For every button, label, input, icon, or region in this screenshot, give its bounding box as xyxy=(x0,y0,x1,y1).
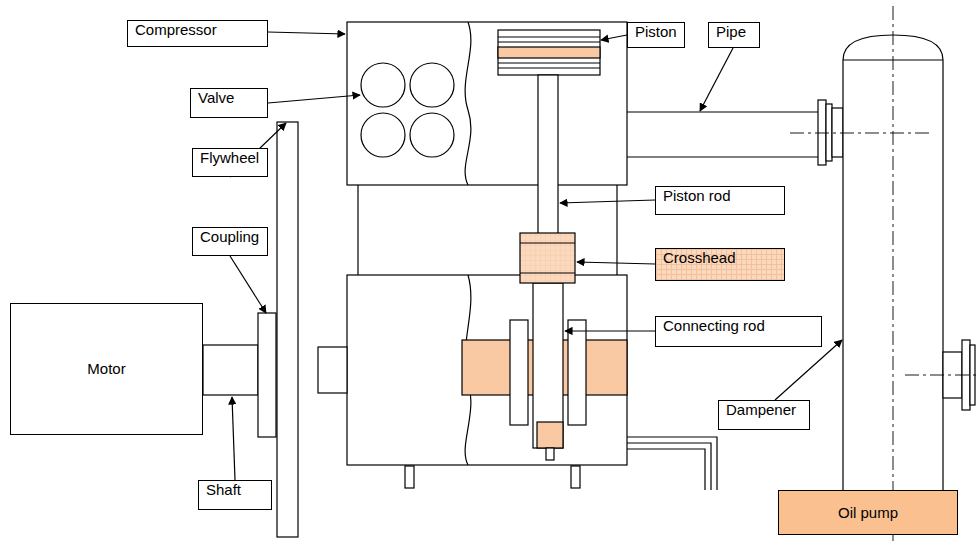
label-text: Pipe xyxy=(716,23,746,40)
callout-box: Coupling xyxy=(192,227,268,256)
callout-box: Valve xyxy=(190,88,268,118)
label-text: Valve xyxy=(198,89,234,106)
callout-box: Piston rod xyxy=(655,186,785,215)
callout-box: Pipe xyxy=(708,22,760,48)
label-text: Motor xyxy=(87,360,125,377)
label-text: Dampener xyxy=(726,401,796,418)
callout-box: Connecting rod xyxy=(655,316,822,347)
oil-pump-box: Oil pump xyxy=(778,490,958,535)
label-text: Flywheel xyxy=(200,149,259,166)
label-text: Crosshead xyxy=(663,249,736,266)
callout-box: Compressor xyxy=(127,20,268,47)
callout-box: Dampener xyxy=(718,400,810,430)
label-text: Shaft xyxy=(206,481,241,498)
label-text: Oil pump xyxy=(838,504,898,521)
label-text: Piston xyxy=(635,23,677,40)
callout-box: Flywheel xyxy=(192,148,268,177)
label-text: Coupling xyxy=(200,228,259,245)
motor-box: Motor xyxy=(10,303,203,435)
callout-box: Crosshead xyxy=(655,248,785,281)
label-text: Compressor xyxy=(135,21,217,38)
label-text: Piston rod xyxy=(663,187,731,204)
label-text: Connecting rod xyxy=(663,317,765,334)
callout-box: Shaft xyxy=(198,480,272,510)
callout-box: Piston xyxy=(627,22,685,48)
